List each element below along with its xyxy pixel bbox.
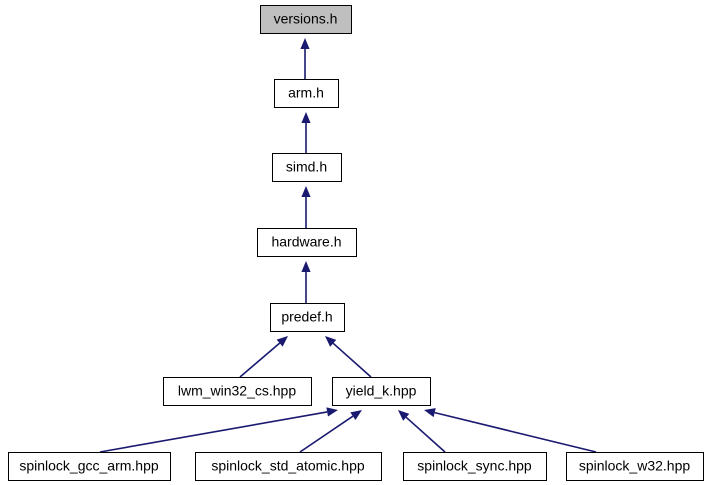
- edge-spinlock_std_atomic-to-yield_k: [299, 410, 362, 453]
- edge-lwm_win32_cs-to-predef: [239, 336, 288, 378]
- node-yield_k[interactable]: yield_k.hpp: [332, 377, 431, 406]
- node-box[interactable]: [272, 153, 342, 182]
- edge-simd-to-arm: [301, 112, 311, 153]
- nodes-layer: versions.h arm.h simd.h hardware.h predef.h l…: [8, 5, 704, 481]
- node-versions[interactable]: versions.h: [260, 5, 352, 34]
- node-spinlock_sync[interactable]: spinlock_sync.hpp: [403, 452, 547, 481]
- node-box[interactable]: [8, 452, 171, 481]
- edge-spinlock_sync-to-yield_k: [398, 410, 446, 453]
- edge-yield_k-to-predef: [325, 336, 372, 378]
- edge-hardware-to-simd: [301, 186, 311, 228]
- node-box[interactable]: [195, 452, 382, 481]
- edge-line: [299, 415, 354, 453]
- node-box[interactable]: [566, 452, 704, 481]
- node-box[interactable]: [403, 452, 547, 481]
- node-box[interactable]: [163, 377, 312, 406]
- arrowhead-icon: [350, 410, 362, 420]
- edge-spinlock_gcc_arm-to-yield_k: [99, 407, 338, 453]
- arrowhead-icon: [301, 186, 311, 197]
- node-box[interactable]: [332, 377, 431, 406]
- edge-line: [99, 411, 328, 453]
- arrowhead-icon: [301, 112, 311, 123]
- arrowhead-icon: [301, 261, 311, 272]
- node-box[interactable]: [260, 5, 352, 34]
- edge-line: [405, 416, 446, 453]
- node-arm[interactable]: arm.h: [274, 79, 339, 108]
- node-lwm_win32_cs[interactable]: lwm_win32_cs.hpp: [163, 377, 312, 406]
- edge-line: [239, 342, 281, 378]
- node-hardware[interactable]: hardware.h: [257, 228, 357, 257]
- node-spinlock_std_atomic[interactable]: spinlock_std_atomic.hpp: [195, 452, 382, 481]
- node-box[interactable]: [274, 79, 339, 108]
- edge-line: [434, 411, 597, 453]
- arrowhead-icon: [276, 336, 288, 347]
- node-predef[interactable]: predef.h: [270, 303, 345, 332]
- node-spinlock_gcc_arm[interactable]: spinlock_gcc_arm.hpp: [8, 452, 171, 481]
- edges-layer: [99, 38, 597, 453]
- edge-predef-to-hardware: [301, 261, 311, 303]
- edge-spinlock_w32-to-yield_k: [424, 408, 597, 453]
- node-box[interactable]: [270, 303, 345, 332]
- node-spinlock_w32[interactable]: spinlock_w32.hpp: [566, 452, 704, 481]
- edge-arm-to-versions: [300, 38, 310, 79]
- arrowhead-icon: [398, 410, 410, 421]
- node-simd[interactable]: simd.h: [272, 153, 342, 182]
- arrowhead-icon: [424, 408, 436, 418]
- arrowhead-icon: [325, 336, 337, 347]
- edge-line: [332, 342, 372, 378]
- arrowhead-icon: [326, 407, 338, 417]
- node-box[interactable]: [257, 228, 357, 257]
- arrowhead-icon: [300, 38, 310, 49]
